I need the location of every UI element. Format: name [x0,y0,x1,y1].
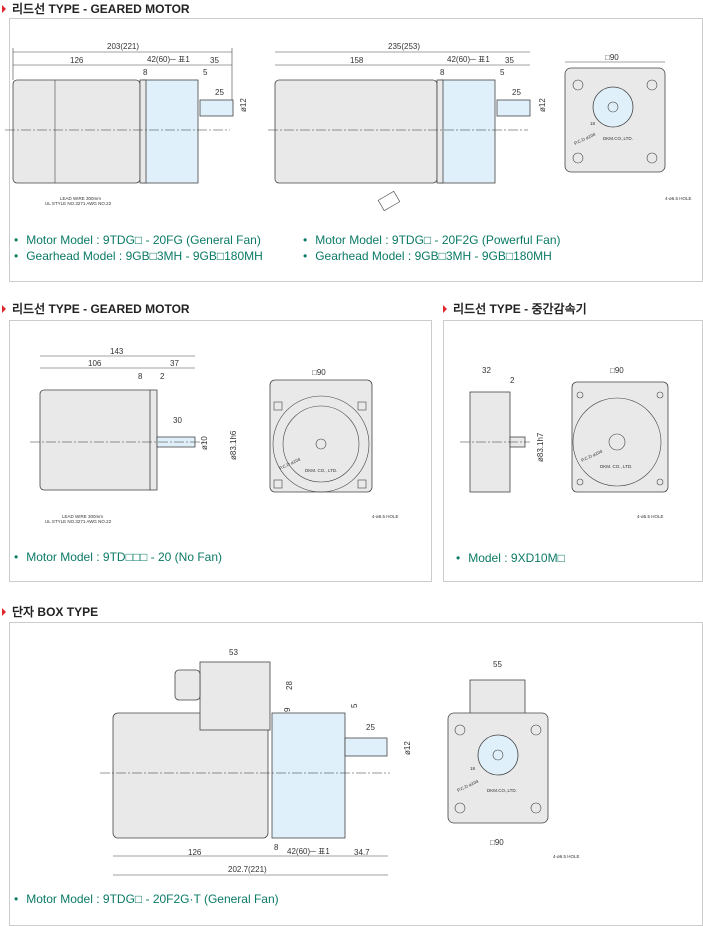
panel-terminal-box [9,622,703,926]
section-heading-terminal-box: 단자 BOX TYPE [2,603,98,620]
heading-text: 단자 BOX TYPE [12,605,99,619]
section-heading-leadwire-geared-2: 리드선 TYPE - GEARED MOTOR [2,300,190,317]
caption: Motor Model : 9TD□□□ - 20 (No Fan) [14,550,222,564]
caption: Gearhead Model : 9GB□3MH - 9GB□180MH [14,249,263,263]
panel-reducer [443,320,703,582]
heading-text: 리드선 TYPE - GEARED MOTOR [12,302,190,316]
arrow-icon [443,304,447,313]
heading-text: 리드선 TYPE - 중간감속기 [453,302,587,316]
section-heading-leadwire-geared: 리드선 TYPE - GEARED MOTOR [2,0,190,17]
arrow-icon [2,607,6,616]
caption: Model : 9XD10M□ [456,551,565,565]
section-heading-intermediate-reducer: 리드선 TYPE - 중간감속기 [443,300,587,317]
caption: Motor Model : 9TDG□ - 20F2G (Powerful Fa… [303,233,560,247]
arrow-icon [2,4,6,13]
caption: Motor Model : 9TDG□ - 20F2G·T (General F… [14,892,278,906]
panel-no-fan-motor [9,320,432,582]
arrow-icon [2,304,6,313]
caption: Motor Model : 9TDG□ - 20FG (General Fan) [14,233,261,247]
heading-text: 리드선 TYPE - GEARED MOTOR [12,2,190,16]
caption: Gearhead Model : 9GB□3MH - 9GB□180MH [303,249,552,263]
